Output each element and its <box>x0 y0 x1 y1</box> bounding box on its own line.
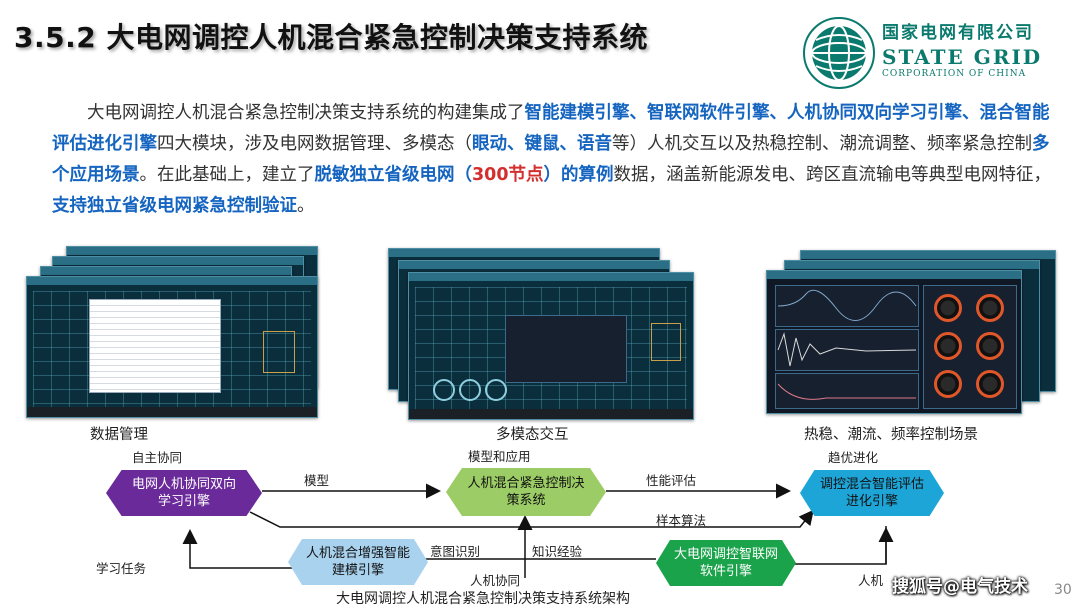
caption-control-scenarios: 热稳、潮流、频率控制场景 <box>804 427 978 443</box>
line-evaluation-software <box>790 526 887 565</box>
label-intent: 意图识别 <box>430 544 481 559</box>
node-software-engine: 大电网调控智联网软件引擎 <box>656 540 796 586</box>
node-evaluation-label: 调控混合智能评估进化引擎 <box>819 477 924 509</box>
logo-chinese-name: 国家电网有限公司 <box>882 23 1034 43</box>
node-bidirectional-learning-engine: 电网人机协同双向学习引擎 <box>106 470 262 516</box>
state-grid-logo: 国家电网有限公司 STATE GRID CORPORATION OF CHINA <box>800 14 1072 94</box>
logo-subtitle: CORPORATION OF CHINA <box>882 69 1027 79</box>
paragraph-segment: 多个应用场景 <box>52 134 1050 185</box>
label-sample-algo: 样本算法 <box>656 513 707 528</box>
label-model: 模型 <box>304 473 330 488</box>
label-self-coop: 自主协同 <box>132 450 183 465</box>
screenshot-multimodal-interaction <box>388 248 694 420</box>
label-knowledge: 知识经验 <box>532 544 583 559</box>
paragraph-segment: 等）人机交互以及热稳控制、潮流调整、频率紧急控制 <box>612 134 1032 154</box>
label-learning-task: 学习任务 <box>96 561 147 576</box>
paragraph-segment: 。 <box>297 196 315 216</box>
caption-data-management: 数据管理 <box>90 427 148 443</box>
paragraph-segment: 大电网调控人机混合紧急控制决策支持系统的构建集成了 <box>87 103 525 123</box>
node-modeling-engine: 人机混合增强智能建模引擎 <box>288 539 428 585</box>
label-performance: 性能评估 <box>646 473 697 488</box>
screenshot-control-scenarios <box>766 250 1056 414</box>
label-hm-coop: 人机协同 <box>470 573 521 588</box>
arrow-sample-algorithm <box>249 509 814 528</box>
label-model-app: 模型和应用 <box>468 449 531 464</box>
paragraph-segment: ）的算例 <box>543 165 614 185</box>
state-grid-emblem-icon <box>803 17 875 89</box>
screenshot-data-management <box>26 246 318 418</box>
architecture-caption: 大电网调控人机混合紧急控制决策支持系统架构 <box>336 591 630 607</box>
paragraph-segment: 智能建模引擎、智联网软件引擎、人机协同双向学习引擎、混合智能评估进化引擎 <box>52 103 1050 154</box>
caption-multimodal-interaction: 多模态交互 <box>496 427 569 443</box>
paragraph-segment: 四大模块，涉及电网数据管理、多模态（ <box>157 134 472 154</box>
paragraph-segment: 。在此基础上，建立了 <box>139 165 315 185</box>
page-number: 30 <box>1054 582 1072 598</box>
node-decision-label: 人机混合紧急控制决策系统 <box>467 476 585 508</box>
logo-english-name: STATE GRID <box>882 45 1043 69</box>
node-bidirectional-label: 电网人机协同双向学习引擎 <box>131 477 236 509</box>
node-evaluation-engine: 调控混合智能评估进化引擎 <box>800 470 944 516</box>
slide-title: 3.5.2 大电网调控人机混合紧急控制决策支持系统 <box>14 21 648 54</box>
paragraph-segment: 300节点 <box>472 165 544 185</box>
arrow-learning-task <box>182 529 296 569</box>
label-optimal-evo: 趋优进化 <box>828 450 879 465</box>
paragraph-segment: 脱敏独立省级电网（ <box>314 165 473 185</box>
node-decision-system: 人机混合紧急控制决策系统 <box>446 468 606 516</box>
node-software-label: 大电网调控智联网软件引擎 <box>674 547 779 579</box>
node-modeling-label: 人机混合增强智能建模引擎 <box>306 546 411 578</box>
label-hm-right: 人机 <box>858 573 884 588</box>
logo-text: 国家电网有限公司 STATE GRID CORPORATION OF CHINA <box>882 18 1042 79</box>
paragraph-segment: 数据，涵盖新能源发电、跨区直流输电等典型电网特征， <box>613 165 1052 185</box>
watermark: 搜狐号@电气技术 <box>892 577 1028 597</box>
paragraph-segment: 支持独立省级电网紧急控制验证 <box>52 196 297 216</box>
intro-paragraph: 大电网调控人机混合紧急控制决策支持系统的构建集成了智能建模引擎、智联网软件引擎、… <box>52 98 1062 222</box>
paragraph-segment: 眼动、键鼠、语音 <box>472 134 612 154</box>
